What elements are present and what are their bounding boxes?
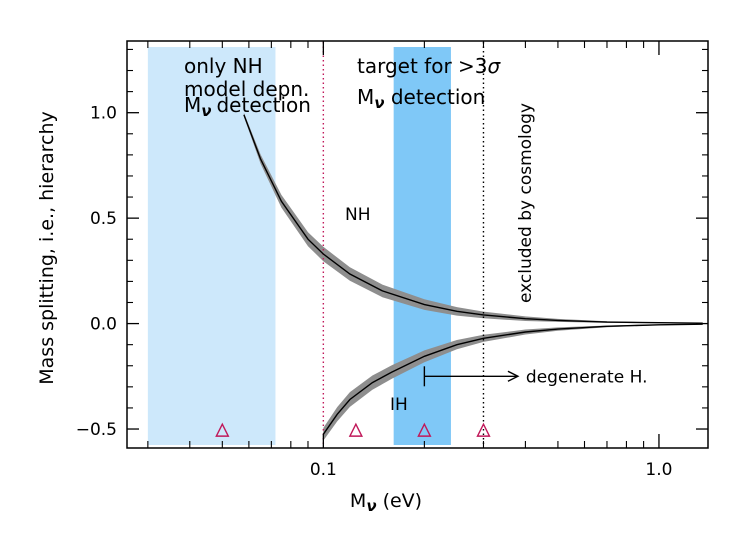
left-box-line-1: only NH	[184, 54, 263, 78]
nh-curve	[243, 114, 703, 324]
triangle-marker-4	[476, 422, 491, 437]
curve-error-bands	[243, 112, 703, 441]
target-detection: detection	[384, 85, 485, 109]
mnu-symbol-2: M	[357, 85, 374, 109]
triangle-markers	[215, 422, 491, 437]
nh-band	[243, 112, 703, 324]
ih-curve	[322, 323, 703, 435]
x-axis-title: Mν (eV)	[350, 490, 422, 515]
series-curves	[243, 114, 703, 435]
y-tick-label: 1.0	[90, 104, 117, 124]
y-axis-title: Mass splitting, i.e., hierarchy	[36, 111, 58, 384]
x-axis-unit: (eV)	[377, 490, 423, 512]
x-tick-label: 0.1	[310, 460, 337, 480]
x-tick-label: 1.0	[645, 460, 672, 480]
target-line-2: Mν detection	[357, 85, 485, 112]
left-box-line-2: model depn.	[184, 77, 309, 101]
shaded-region-2	[393, 47, 451, 445]
plot-frame	[126, 40, 709, 449]
triangle-marker-2	[348, 422, 364, 437]
x-axis-symbol: M	[350, 490, 366, 512]
target-line-1: target for >3σ	[357, 54, 502, 78]
mnu-subscript: ν	[201, 102, 211, 120]
left-box-detection: detection	[216, 93, 310, 117]
degenerate-arrow: degenerate H.	[423, 366, 648, 387]
y-tick-label: 0.0	[90, 315, 117, 335]
degenerate-label: degenerate H.	[526, 367, 648, 387]
shaded-regions	[147, 47, 451, 445]
arrow-head	[507, 370, 520, 382]
mnu-symbol: M	[184, 93, 201, 117]
nh-label: NH	[345, 205, 371, 225]
shaded-region-1	[147, 47, 276, 445]
sigma-symbol: σ	[488, 54, 502, 78]
left-box-line-3: Mν detection	[184, 93, 311, 120]
ih-label: IH	[390, 395, 408, 415]
mnu-subscript-2: ν	[374, 94, 384, 112]
y-tick-label: −0.5	[76, 420, 117, 440]
excluded-by-cosmology-label: excluded by cosmology	[516, 103, 536, 303]
triangle-marker-3	[417, 422, 432, 437]
triangle-marker-1	[215, 422, 230, 437]
y-tick-label: 0.5	[90, 209, 117, 229]
x-axis-subscript: ν	[366, 497, 376, 515]
vertical-marker-lines	[322, 42, 485, 447]
axis-ticks: 1.0 0.5 0.0 −0.5 0.1 1.0	[76, 41, 708, 480]
target-text: target for >3	[357, 54, 488, 78]
